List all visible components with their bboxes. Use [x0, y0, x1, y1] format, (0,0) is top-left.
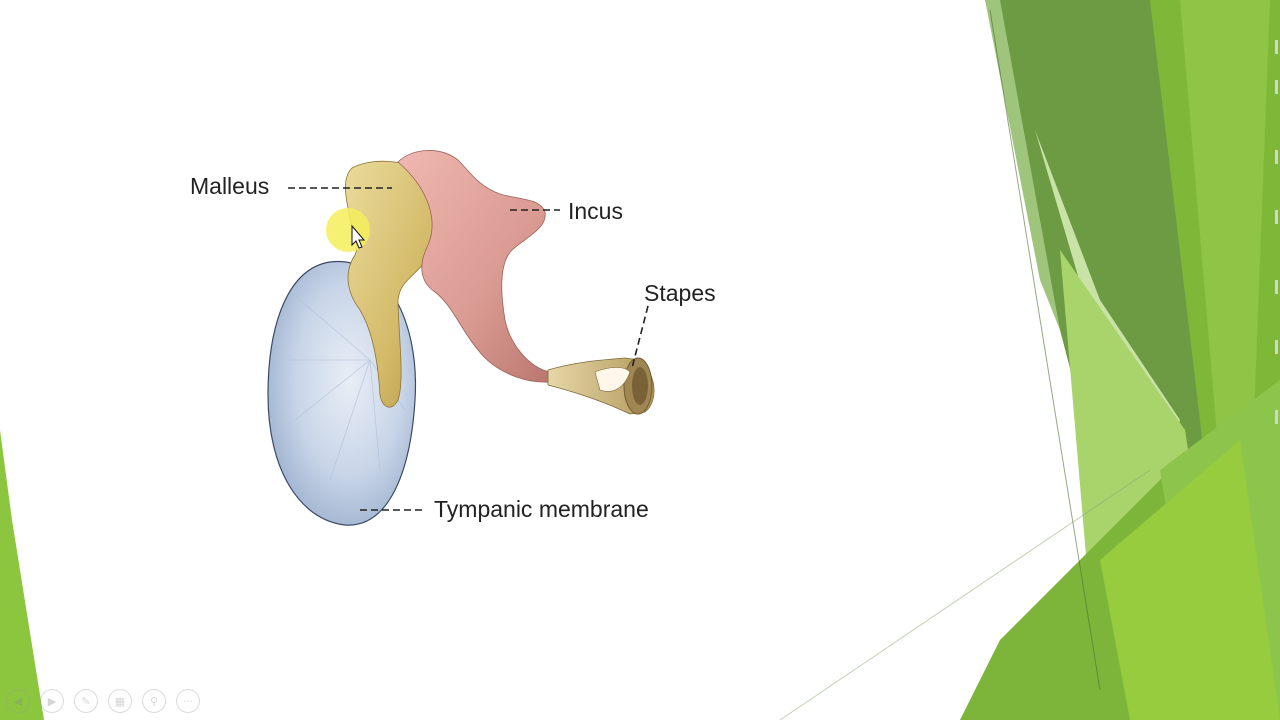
- cursor-highlight: [326, 208, 370, 252]
- incus-shape: [397, 150, 553, 383]
- right-edge-ticks: [1275, 40, 1278, 424]
- stapes-shape: [547, 357, 655, 415]
- label-tympanic-membrane: Tympanic membrane: [434, 496, 649, 522]
- left-green-accent: [0, 430, 44, 720]
- label-incus: Incus: [568, 198, 623, 224]
- mouse-pointer-icon: [351, 224, 366, 249]
- label-stapes: Stapes: [644, 280, 716, 306]
- leader-lines: [288, 187, 649, 511]
- next-icon[interactable]: ▶: [40, 689, 64, 713]
- more-icon[interactable]: ···: [176, 689, 200, 713]
- label-malleus: Malleus: [190, 173, 270, 199]
- slideshow-toolbar: ◀ ▶ ✎ ▦ ⚲ ···: [6, 689, 200, 715]
- slides-icon[interactable]: ▦: [108, 689, 132, 713]
- previous-icon[interactable]: ◀: [6, 689, 30, 713]
- pen-icon[interactable]: ✎: [74, 689, 98, 713]
- zoom-icon[interactable]: ⚲: [142, 689, 166, 713]
- right-green-decoration: [779, 0, 1280, 720]
